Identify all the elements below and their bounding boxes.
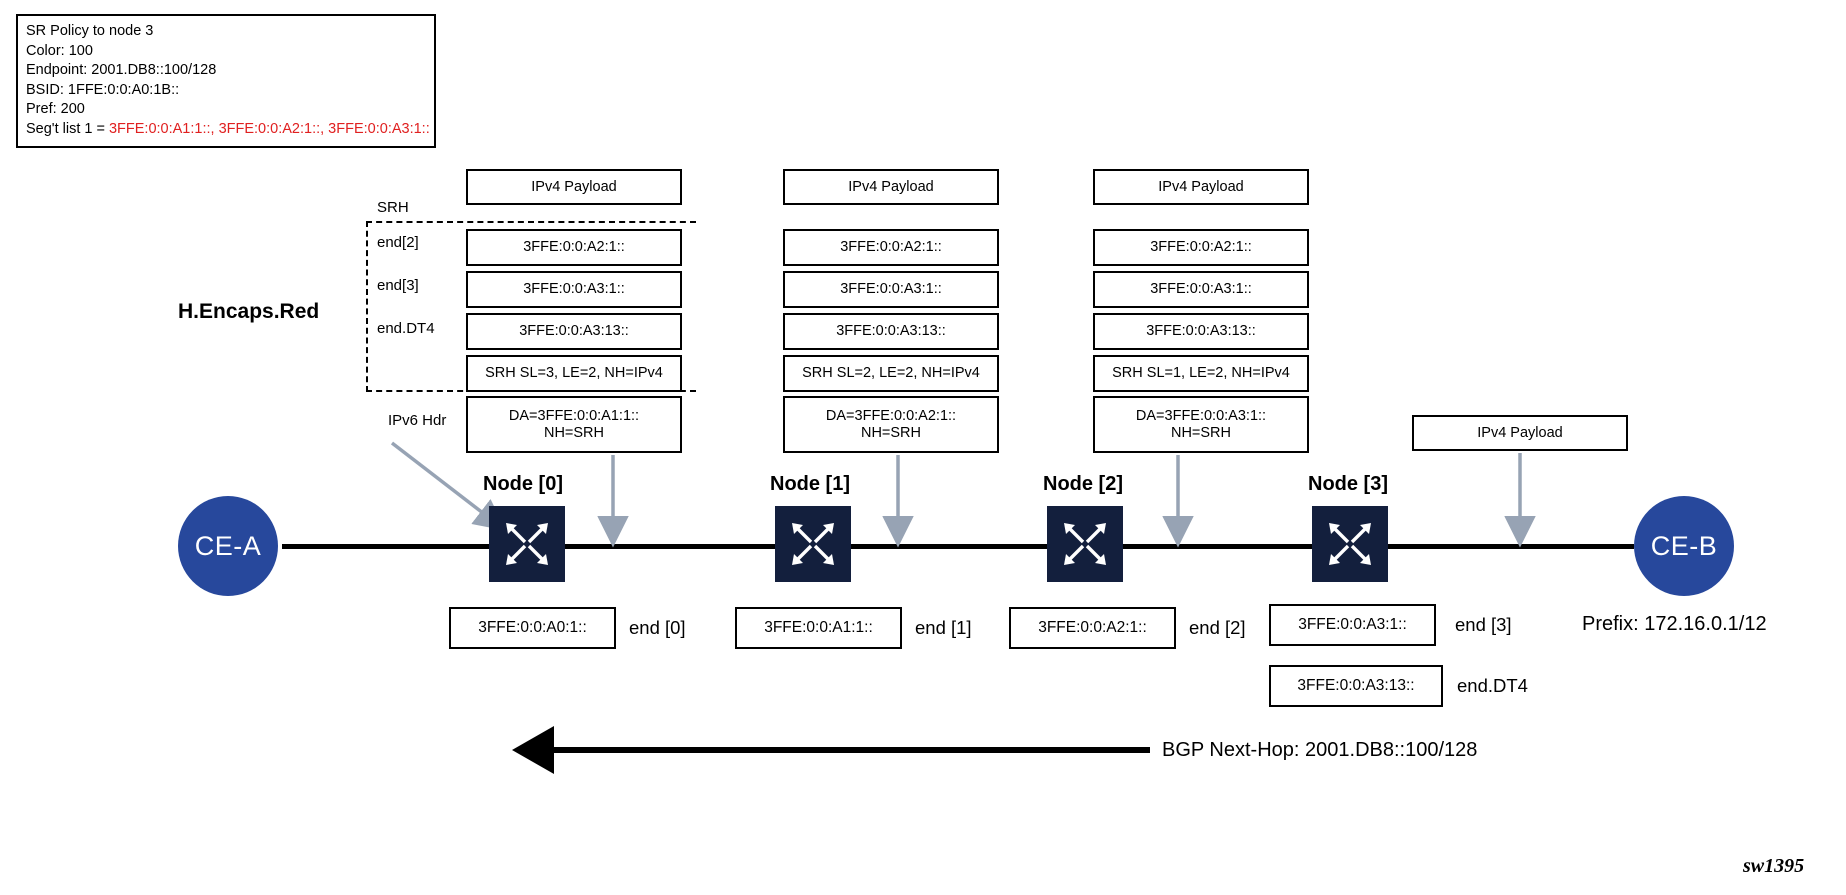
node-3-func: end [3] [1455,614,1512,635]
node-3-sid-box: 3FFE:0:0:A3:1:: [1269,604,1436,646]
stack-node0-srh: SRH SL=3, LE=2, NH=IPv4 [466,355,682,392]
node-2-router-icon[interactable] [1047,506,1123,582]
policy-bsid: BSID: 1FFE:0:0:A0:1B:: [26,81,180,98]
node-2-func: end [2] [1189,617,1246,638]
ce-a-label: CE-A [194,530,262,561]
node-3-router-icon[interactable] [1312,506,1388,582]
ce-b-prefix: Prefix: 172.16.0.1/12 [1582,613,1767,635]
h-encaps-red-label: H.Encaps.Red [178,300,320,323]
ce-a-node[interactable]: CE-A [178,496,278,596]
stack-node1-sid-2: 3FFE:0:0:A3:13:: [783,313,999,350]
stack-node0-payload: IPv4 Payload [466,169,682,205]
sr-policy-box: SR Policy to node 3 Color: 100 Endpoint:… [16,14,436,148]
stack-node0-ipv6: DA=3FFE:0:0:A1:1:: NH=SRH [466,396,682,453]
srh-label: SRH [377,199,409,216]
node-1-router-icon[interactable] [775,506,851,582]
node-0-router-icon[interactable] [489,506,565,582]
policy-endpoint: Endpoint: 2001.DB8::100/128 [26,62,217,79]
stack-node2-sid-0: 3FFE:0:0:A2:1:: [1093,229,1309,266]
policy-seglist: Seg't list 1 = 3FFE:0:0:A1:1::, 3FFE:0:0… [26,120,430,140]
stack-node2-srh: SRH SL=1, LE=2, NH=IPv4 [1093,355,1309,392]
policy-color: Color: 100 [26,42,93,59]
stack-node1-sid-0: 3FFE:0:0:A2:1:: [783,229,999,266]
stack-node0-sid-2: 3FFE:0:0:A3:13:: [466,313,682,350]
node-1-sid-box: 3FFE:0:0:A1:1:: [735,607,902,649]
stack-node1-payload: IPv4 Payload [783,169,999,205]
stack-node1-sid-1: 3FFE:0:0:A3:1:: [783,271,999,308]
stack-node2-sid-2: 3FFE:0:0:A3:13:: [1093,313,1309,350]
backbone-link [282,544,1634,549]
ce-b-node[interactable]: CE-B [1634,496,1734,596]
node-1-func: end [1] [915,617,972,638]
policy-pref: Pref: 200 [26,101,85,118]
node-0-sid-box: 3FFE:0:0:A0:1:: [449,607,616,649]
stack-node1-ipv6: DA=3FFE:0:0:A2:1:: NH=SRH [783,396,999,453]
stack-node0-sid-0: 3FFE:0:0:A2:1:: [466,229,682,266]
end2-label: end[2] [377,234,419,251]
stack-node0-sid-1: 3FFE:0:0:A3:1:: [466,271,682,308]
end3-label: end[3] [377,277,419,294]
ipv6-hdr-label: IPv6 Hdr [388,412,447,429]
stack-node2-sid-1: 3FFE:0:0:A3:1:: [1093,271,1309,308]
final-payload-box: IPv4 Payload [1412,415,1628,451]
end-dt4-label: end.DT4 [377,320,435,337]
policy-seglist-value: 3FFE:0:0:A1:1::, 3FFE:0:0:A2:1::, 3FFE:0… [108,120,430,137]
stack-node1-srh: SRH SL=2, LE=2, NH=IPv4 [783,355,999,392]
policy-title: SR Policy to node 3 [26,23,154,39]
node-2-title: Node [2] [1043,473,1123,495]
node-1-title: Node [1] [770,473,850,495]
stack-node2-ipv6: DA=3FFE:0:0:A3:1:: NH=SRH [1093,396,1309,453]
stack-node2-payload: IPv4 Payload [1093,169,1309,205]
node-3-dt4-sid-box: 3FFE:0:0:A3:13:: [1269,665,1443,707]
node-0-func: end [0] [629,617,686,638]
bgp-nexthop-label: BGP Next-Hop: 2001.DB8::100/128 [1162,739,1478,761]
ce-b-label: CE-B [1650,530,1718,561]
watermark-id: sw1395 [1743,855,1805,877]
node-3-title: Node [3] [1308,473,1388,495]
node-3-dt4-func: end.DT4 [1457,675,1528,696]
node-2-sid-box: 3FFE:0:0:A2:1:: [1009,607,1176,649]
policy-seglist-label: Seg't list 1 = [26,120,109,137]
node-0-title: Node [0] [483,473,563,495]
